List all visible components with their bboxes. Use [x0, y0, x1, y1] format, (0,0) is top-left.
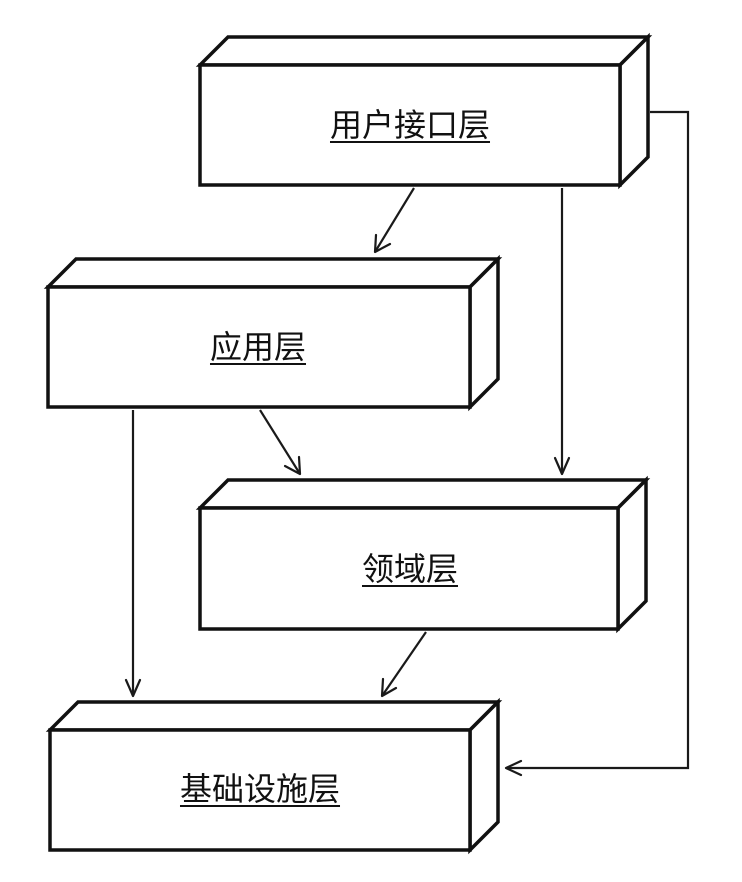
edge-application-to-infrastructure — [124, 410, 142, 698]
layer-box-infrastructure-side — [468, 697, 500, 855]
layer-box-domain-side — [616, 475, 648, 634]
layer-label-application: 应用层 — [210, 328, 306, 366]
edge-ui-to-infrastructure — [504, 110, 690, 777]
layer-box-application-side — [468, 254, 500, 412]
edge-ui-to-domain — [553, 188, 571, 476]
layer-box-application: 应用层 — [43, 254, 503, 412]
layer-box-ui-face — [198, 63, 622, 187]
edge-ui-to-application — [373, 187, 415, 254]
layer-box-domain-face — [198, 506, 620, 631]
layer-label-domain: 领域层 — [362, 550, 458, 588]
layer-label-infrastructure: 基础设施层 — [180, 770, 340, 808]
layer-box-domain: 领域层 — [195, 475, 651, 634]
layer-box-infrastructure-top — [45, 700, 503, 732]
layer-box-ui-side — [618, 32, 650, 190]
edge-domain-to-infrastructure — [380, 631, 427, 698]
edge-application-to-domain — [259, 409, 302, 476]
layer-box-ui: 用户接口层 — [195, 32, 653, 190]
layer-box-domain-top — [195, 478, 651, 510]
layer-label-ui: 用户接口层 — [330, 106, 490, 144]
layer-box-application-top — [43, 257, 503, 289]
layer-box-application-face — [46, 285, 472, 409]
layer-box-infrastructure: 基础设施层 — [45, 697, 503, 855]
layer-box-infrastructure-face — [48, 728, 472, 852]
layer-box-ui-top — [195, 35, 653, 67]
